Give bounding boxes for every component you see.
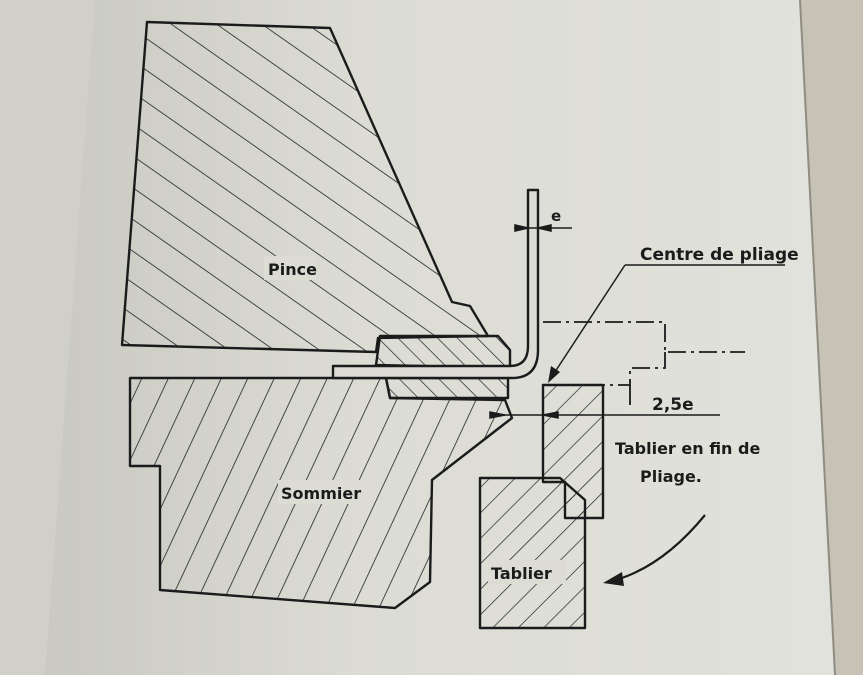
arrow-icon xyxy=(537,224,552,232)
apron-end-label-line2: Pliage. xyxy=(640,467,702,486)
arrow-icon xyxy=(548,366,560,383)
apron-path-outline xyxy=(543,321,745,353)
apron-label: Tablier xyxy=(491,564,552,583)
lower-jaw-insert xyxy=(384,376,510,400)
page-edge-line xyxy=(799,0,836,675)
bending-centre-label: Centre de pliage xyxy=(640,245,799,265)
arrow-icon xyxy=(542,411,559,419)
sheet-metal xyxy=(331,188,540,380)
arrow-icon xyxy=(489,411,506,419)
clamp-label: Pince xyxy=(268,260,317,279)
apron-path-outline xyxy=(603,352,666,386)
upper-jaw-insert xyxy=(374,334,512,370)
bed-label: Sommier xyxy=(281,484,361,503)
offset-label: 2,5e xyxy=(652,395,694,415)
page-edge xyxy=(800,0,863,675)
apron-part xyxy=(478,476,587,630)
arrow-icon xyxy=(514,224,529,232)
leader-line xyxy=(550,264,626,379)
apron-end-label-line1: Tablier en fin de xyxy=(615,439,760,458)
arrow-icon xyxy=(603,572,624,586)
thickness-label: e xyxy=(551,207,561,225)
